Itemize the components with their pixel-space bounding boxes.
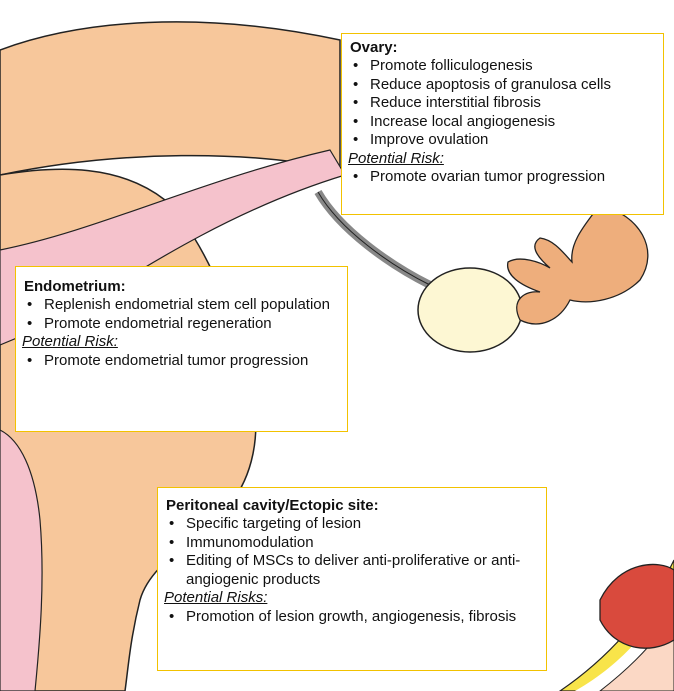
list-item: Promote ovarian tumor progression bbox=[350, 168, 657, 187]
peritoneal-benefit-list: Specific targeting of lesion Immunomodul… bbox=[166, 515, 540, 589]
list-item: Improve ovulation bbox=[350, 131, 657, 150]
list-item: Promote endometrial tumor progression bbox=[24, 352, 341, 371]
list-item: Editing of MSCs to deliver anti-prolifer… bbox=[166, 552, 540, 589]
peritoneal-title: Peritoneal cavity/Ectopic site: bbox=[166, 496, 540, 515]
ovary-benefit-list: Promote folliculogenesis Reduce apoptosi… bbox=[350, 57, 657, 150]
peritoneal-risk-list: Promotion of lesion growth, angiogenesis… bbox=[166, 608, 540, 627]
ectopic-lesion bbox=[600, 564, 674, 648]
ovary-risk-heading: Potential Risk: bbox=[348, 150, 657, 169]
peritoneal-risk-heading: Potential Risks: bbox=[164, 589, 540, 608]
peritoneal-box: Peritoneal cavity/Ectopic site: Specific… bbox=[157, 487, 547, 671]
ovary-shape bbox=[418, 268, 522, 352]
list-item: Promote endometrial regeneration bbox=[24, 315, 341, 334]
list-item: Reduce interstitial fibrosis bbox=[350, 94, 657, 113]
endometrium-risk-list: Promote endometrial tumor progression bbox=[24, 352, 341, 371]
list-item: Immunomodulation bbox=[166, 534, 540, 553]
fimbriae bbox=[508, 205, 648, 324]
endometrium-box: Endometrium: Replenish endometrial stem … bbox=[15, 266, 348, 432]
endometrium-title: Endometrium: bbox=[24, 277, 341, 296]
ovary-risk-list: Promote ovarian tumor progression bbox=[350, 168, 657, 187]
list-item: Specific targeting of lesion bbox=[166, 515, 540, 534]
uterus-wall bbox=[0, 22, 340, 175]
list-item: Promote folliculogenesis bbox=[350, 57, 657, 76]
ovary-box: Ovary: Promote folliculogenesis Reduce a… bbox=[341, 33, 664, 215]
list-item: Increase local angiogenesis bbox=[350, 113, 657, 132]
list-item: Promotion of lesion growth, angiogenesis… bbox=[166, 608, 540, 627]
ovary-title: Ovary: bbox=[350, 38, 657, 57]
endometrium-risk-heading: Potential Risk: bbox=[22, 333, 341, 352]
list-item: Replenish endometrial stem cell populati… bbox=[24, 296, 341, 315]
endometrium-benefit-list: Replenish endometrial stem cell populati… bbox=[24, 296, 341, 333]
list-item: Reduce apoptosis of granulosa cells bbox=[350, 76, 657, 95]
